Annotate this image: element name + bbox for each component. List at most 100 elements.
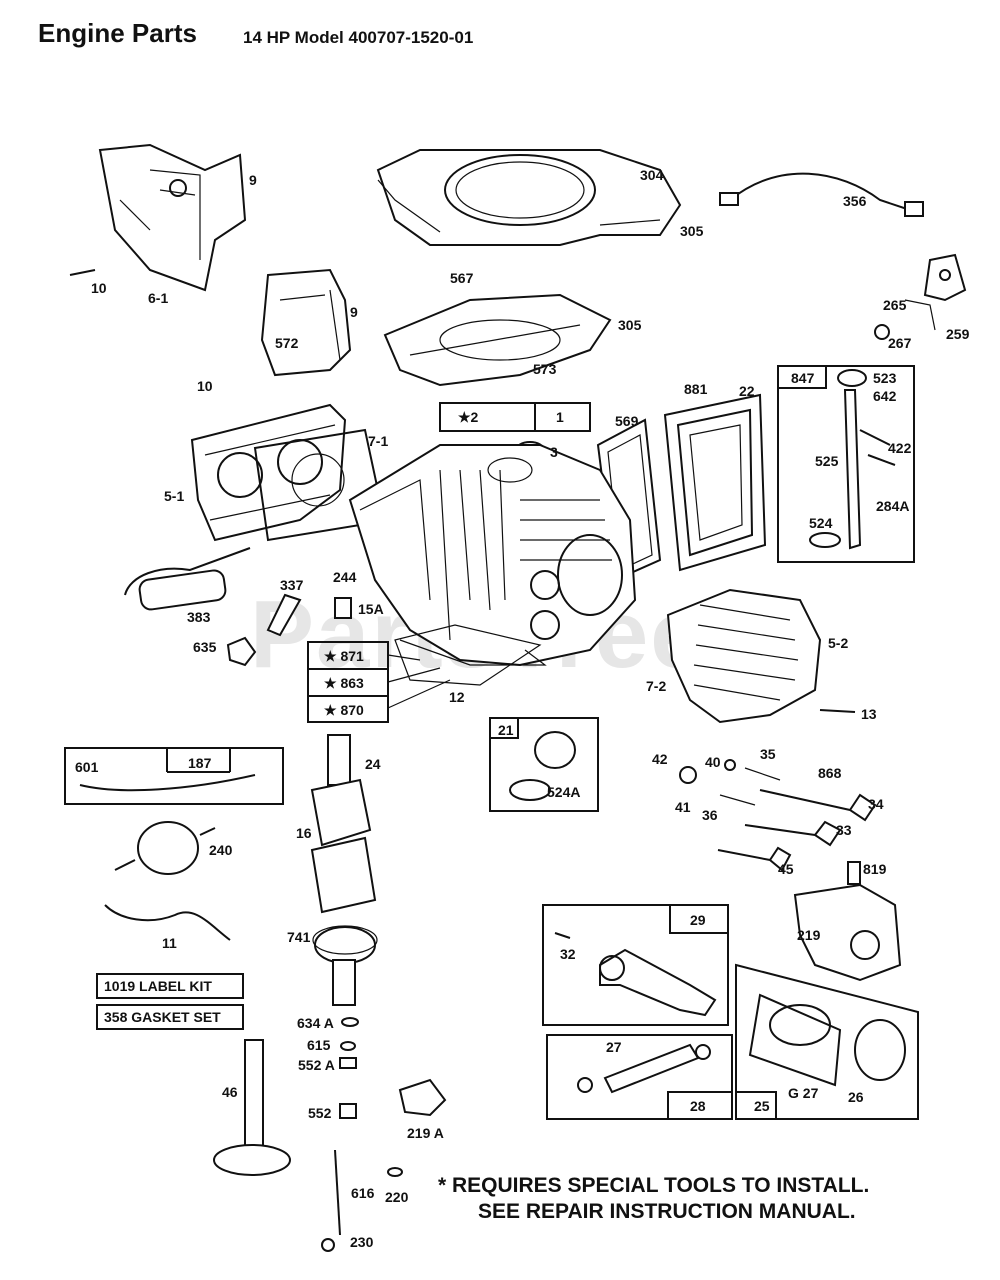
callout-383[interactable]: 383 [187,609,211,625]
part-220-drawing [387,1167,403,1177]
part-259-drawing [874,253,967,340]
callout-847[interactable]: 847 [791,370,815,386]
callout-2[interactable]: ★2 [458,409,479,425]
small-parts-drawing [339,1017,359,1119]
callout-40[interactable]: 40 [705,754,721,770]
callout-356[interactable]: 356 [843,193,867,209]
callout-616[interactable]: 616 [351,1185,375,1201]
callout-7-1[interactable]: 7-1 [368,433,389,449]
callout-304[interactable]: 304 [640,167,664,183]
callout-24[interactable]: 24 [365,756,381,772]
callout-572[interactable]: 572 [275,335,299,351]
callout-35[interactable]: 35 [760,746,776,762]
callout-523[interactable]: 523 [873,370,897,386]
callout-21[interactable]: 21 [498,722,514,738]
callout-284A[interactable]: 284A [876,498,910,514]
callout-569[interactable]: 569 [615,413,639,429]
callout-741[interactable]: 741 [287,929,311,945]
callout-220[interactable]: 220 [385,1189,409,1205]
part-240-drawing [114,821,216,875]
callout-219[interactable]: 219 [797,927,821,943]
callout-3[interactable]: 3 [550,444,558,460]
callout-868[interactable]: 868 [818,765,842,781]
callout-36[interactable]: 36 [702,807,718,823]
part-15A-drawing [334,597,352,619]
callout-305-bottom[interactable]: 305 [618,317,642,333]
callout-219A[interactable]: 219 A [407,1125,444,1141]
part-741-drawing [312,925,378,955]
callout-422[interactable]: 422 [888,440,912,456]
callout-45[interactable]: 45 [778,861,794,877]
callout-265[interactable]: 265 [883,297,907,313]
callout-11[interactable]: 11 [162,935,177,951]
callout-22[interactable]: 22 [739,383,755,399]
callout-337[interactable]: 337 [280,577,304,593]
callout-28[interactable]: 28 [690,1098,706,1114]
callout-552[interactable]: 552 [308,1105,332,1121]
callout-27-clip[interactable]: G 27 [788,1085,819,1101]
callout-5-1[interactable]: 5-1 [164,488,185,504]
callout-259[interactable]: 259 [946,326,970,342]
callout-7-2[interactable]: 7-2 [646,678,667,694]
callout-1[interactable]: 1 [556,409,564,425]
gasket-set-box[interactable]: 358 GASKET SET [96,1004,244,1030]
part-28-box [546,1034,733,1120]
part-847-box [777,365,915,563]
callout-573[interactable]: 573 [533,361,557,377]
callout-25[interactable]: 25 [754,1098,770,1114]
part-356-drawing [719,172,924,217]
part-616-drawing [334,1149,341,1236]
callout-881[interactable]: 881 [684,381,708,397]
callout-552A[interactable]: 552 A [298,1057,335,1073]
callout-871[interactable]: ★ 871 [324,648,364,664]
callout-33[interactable]: 33 [836,822,852,838]
callout-524A[interactable]: 524A [547,784,581,800]
label-kit-box[interactable]: 1019 LABEL KIT [96,973,244,999]
callout-635[interactable]: 635 [193,639,217,655]
callout-16[interactable]: 16 [296,825,312,841]
callout-863[interactable]: ★ 863 [324,675,364,691]
callout-10-shroud[interactable]: 10 [197,378,213,394]
callout-305-top[interactable]: 305 [680,223,704,239]
callout-10[interactable]: 10 [91,280,107,296]
callout-34[interactable]: 34 [868,796,884,812]
callout-41[interactable]: 41 [675,799,691,815]
callout-27-pin[interactable]: 27 [606,1039,622,1055]
callout-567[interactable]: 567 [450,270,474,286]
part-12-drawing [394,624,542,686]
callout-26[interactable]: 26 [848,1089,864,1105]
callout-267[interactable]: 267 [888,335,912,351]
part-635-drawing [226,636,257,667]
part-230-drawing [321,1238,335,1252]
part-46-drawing [213,1039,291,1176]
callout-46[interactable]: 46 [222,1084,238,1100]
callout-525[interactable]: 525 [815,453,839,469]
callout-13[interactable]: 13 [861,706,877,722]
callout-9[interactable]: 9 [249,172,257,188]
part-881-drawing [663,393,767,572]
callout-524[interactable]: 524 [809,515,833,531]
callout-244[interactable]: 244 [333,569,357,585]
part-29-box [542,904,729,1026]
callout-240[interactable]: 240 [209,842,233,858]
special-tools-note: * REQUIRES SPECIAL TOOLS TO INSTALL. SEE… [438,1173,869,1225]
callout-5-2[interactable]: 5-2 [828,635,849,651]
callout-6-1[interactable]: 6-1 [148,290,169,306]
callout-9-shroud[interactable]: 9 [350,304,358,320]
callout-42[interactable]: 42 [652,751,668,767]
callout-870[interactable]: ★ 870 [324,702,364,718]
callout-230[interactable]: 230 [350,1234,374,1250]
callout-12[interactable]: 12 [449,689,465,705]
callout-819[interactable]: 819 [863,861,887,877]
callout-642[interactable]: 642 [873,388,897,404]
callout-601[interactable]: 601 [75,759,99,775]
part-6-1-drawing [69,143,247,292]
callout-32[interactable]: 32 [560,946,576,962]
callout-634A[interactable]: 634 A [297,1015,334,1031]
callout-29[interactable]: 29 [690,912,706,928]
callout-615[interactable]: 615 [307,1037,331,1053]
callout-15A[interactable]: 15A [358,601,384,617]
callout-187[interactable]: 187 [188,755,212,771]
part-601-box [64,747,284,805]
